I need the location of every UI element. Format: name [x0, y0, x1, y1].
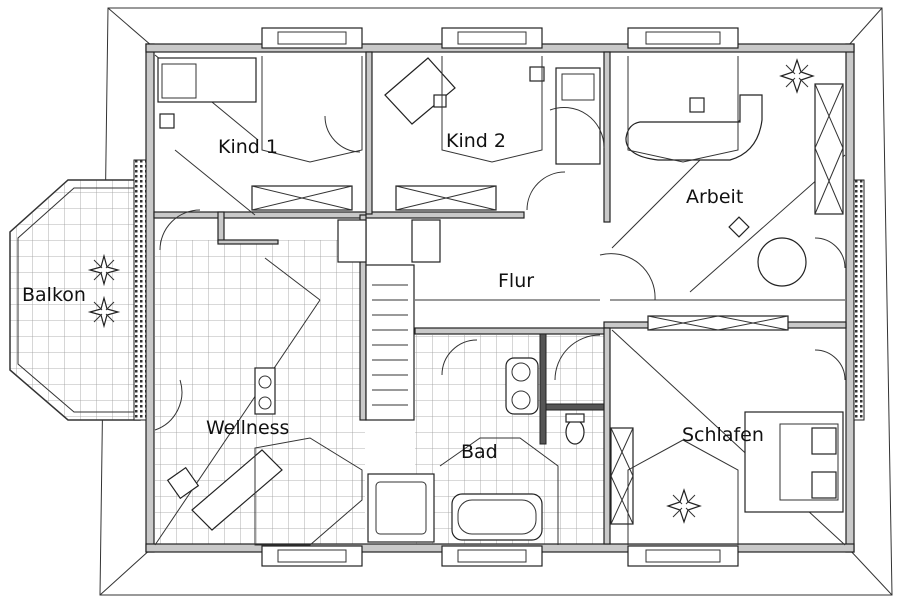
wellness-furniture: [154, 209, 363, 546]
dormers-bottom: [261, 545, 739, 567]
plant-icon: [779, 58, 815, 94]
kind1-furniture: [157, 56, 363, 211]
stairs: [337, 171, 656, 421]
room-label-arbeit: Arbeit: [686, 186, 743, 208]
plant-icon: [87, 253, 121, 287]
room-label-flur: Flur: [498, 270, 534, 292]
room-label-balkon: Balkon: [22, 284, 86, 306]
room-label-bad: Bad: [461, 441, 498, 463]
room-label-kind1: Kind 1: [218, 136, 278, 158]
bad-furniture: [367, 357, 585, 545]
plant-icon: [87, 295, 121, 329]
arbeit-furniture: [625, 56, 844, 331]
room-label-wellness: Wellness: [206, 417, 289, 439]
room-label-kind2: Kind 2: [446, 130, 506, 152]
room-label-schlafen: Schlafen: [682, 424, 764, 446]
plant-icon: [666, 488, 702, 524]
dormers-top: [261, 27, 739, 49]
schlafen-furniture: [610, 237, 846, 545]
kind2-furniture: [384, 56, 605, 211]
